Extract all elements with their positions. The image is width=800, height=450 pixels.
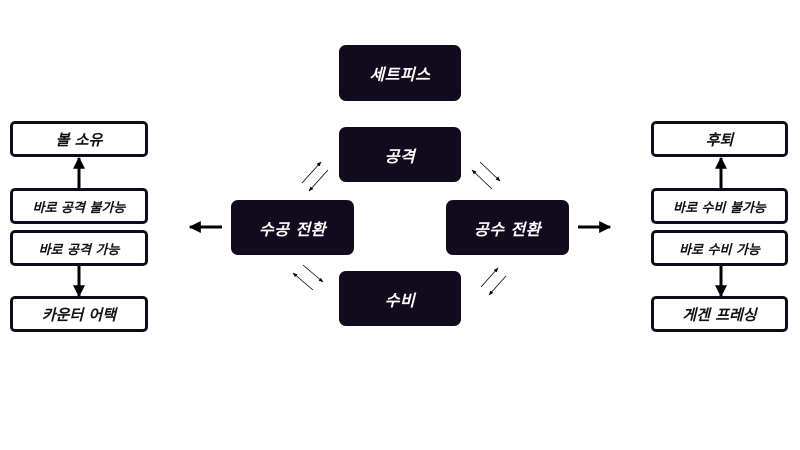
node-attack-to-defense-transition: 수공 전환 (231, 200, 354, 255)
node-defense-to-attack-transition: 공수 전환 (446, 200, 569, 255)
defense-transition-double-arrow-right (480, 267, 507, 296)
node-direct-attack: 바로 공격 가능 (10, 230, 148, 266)
node-counter-attack: 카운터 어택 (10, 296, 148, 332)
node-defense: 수비 (339, 271, 461, 326)
node-gegenpressing: 게겐 프레싱 (651, 296, 788, 332)
attack-transition-double-arrow-right (471, 161, 501, 190)
node-direct-defense: 바로 수비 가능 (651, 230, 788, 266)
node-ball-possession: 볼 소유 (10, 121, 148, 157)
node-retreat: 후퇴 (651, 121, 788, 157)
node-no-direct-attack: 바로 공격 불가능 (10, 188, 148, 224)
attack-transition-double-arrow-left (301, 161, 329, 192)
node-setpiece: 세트피스 (339, 45, 461, 101)
node-attack: 공격 (339, 127, 461, 182)
defense-transition-double-arrow-left (292, 264, 324, 291)
node-no-direct-defense: 바로 수비 불가능 (651, 188, 788, 224)
